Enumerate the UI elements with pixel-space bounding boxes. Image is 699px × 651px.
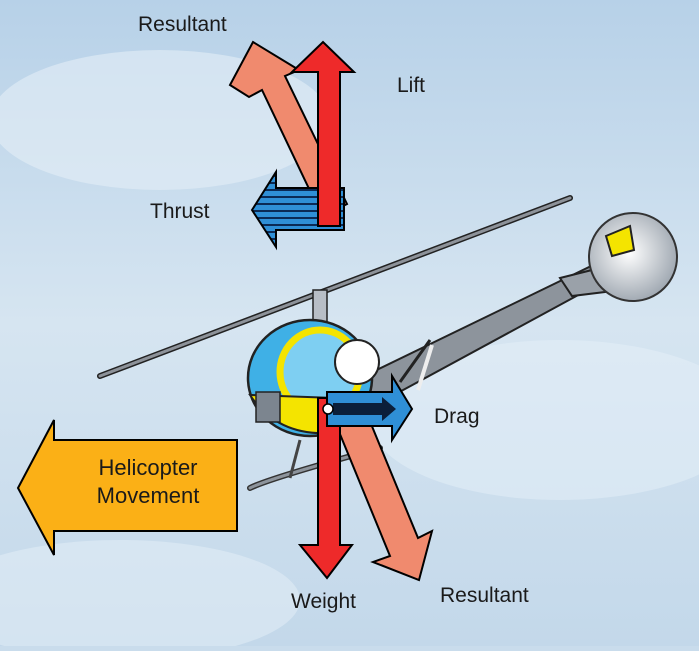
helicopter-movement-arrow — [16, 419, 238, 556]
cloud — [0, 540, 300, 651]
helicopter-movement-label: Helicopter Movement — [62, 454, 234, 510]
resultant-arrow-bottom — [333, 400, 434, 582]
weight-label: Weight — [291, 590, 356, 613]
cloud — [370, 340, 699, 500]
tail-rotor-disc — [588, 212, 678, 302]
force-origin-point — [322, 403, 334, 415]
drag-label: Drag — [434, 405, 480, 428]
movement-label-line1: Helicopter — [98, 455, 198, 480]
helicopter — [97, 195, 678, 491]
resultant-bottom-label: Resultant — [440, 584, 529, 607]
movement-label-line2: Movement — [96, 483, 200, 508]
resultant-top-label: Resultant — [138, 13, 227, 36]
pilot-helmet — [334, 339, 380, 385]
lift-arrow — [289, 40, 357, 227]
thrust-label: Thrust — [150, 200, 210, 223]
lift-label: Lift — [397, 74, 426, 97]
drag-arrow-inner — [333, 397, 396, 421]
